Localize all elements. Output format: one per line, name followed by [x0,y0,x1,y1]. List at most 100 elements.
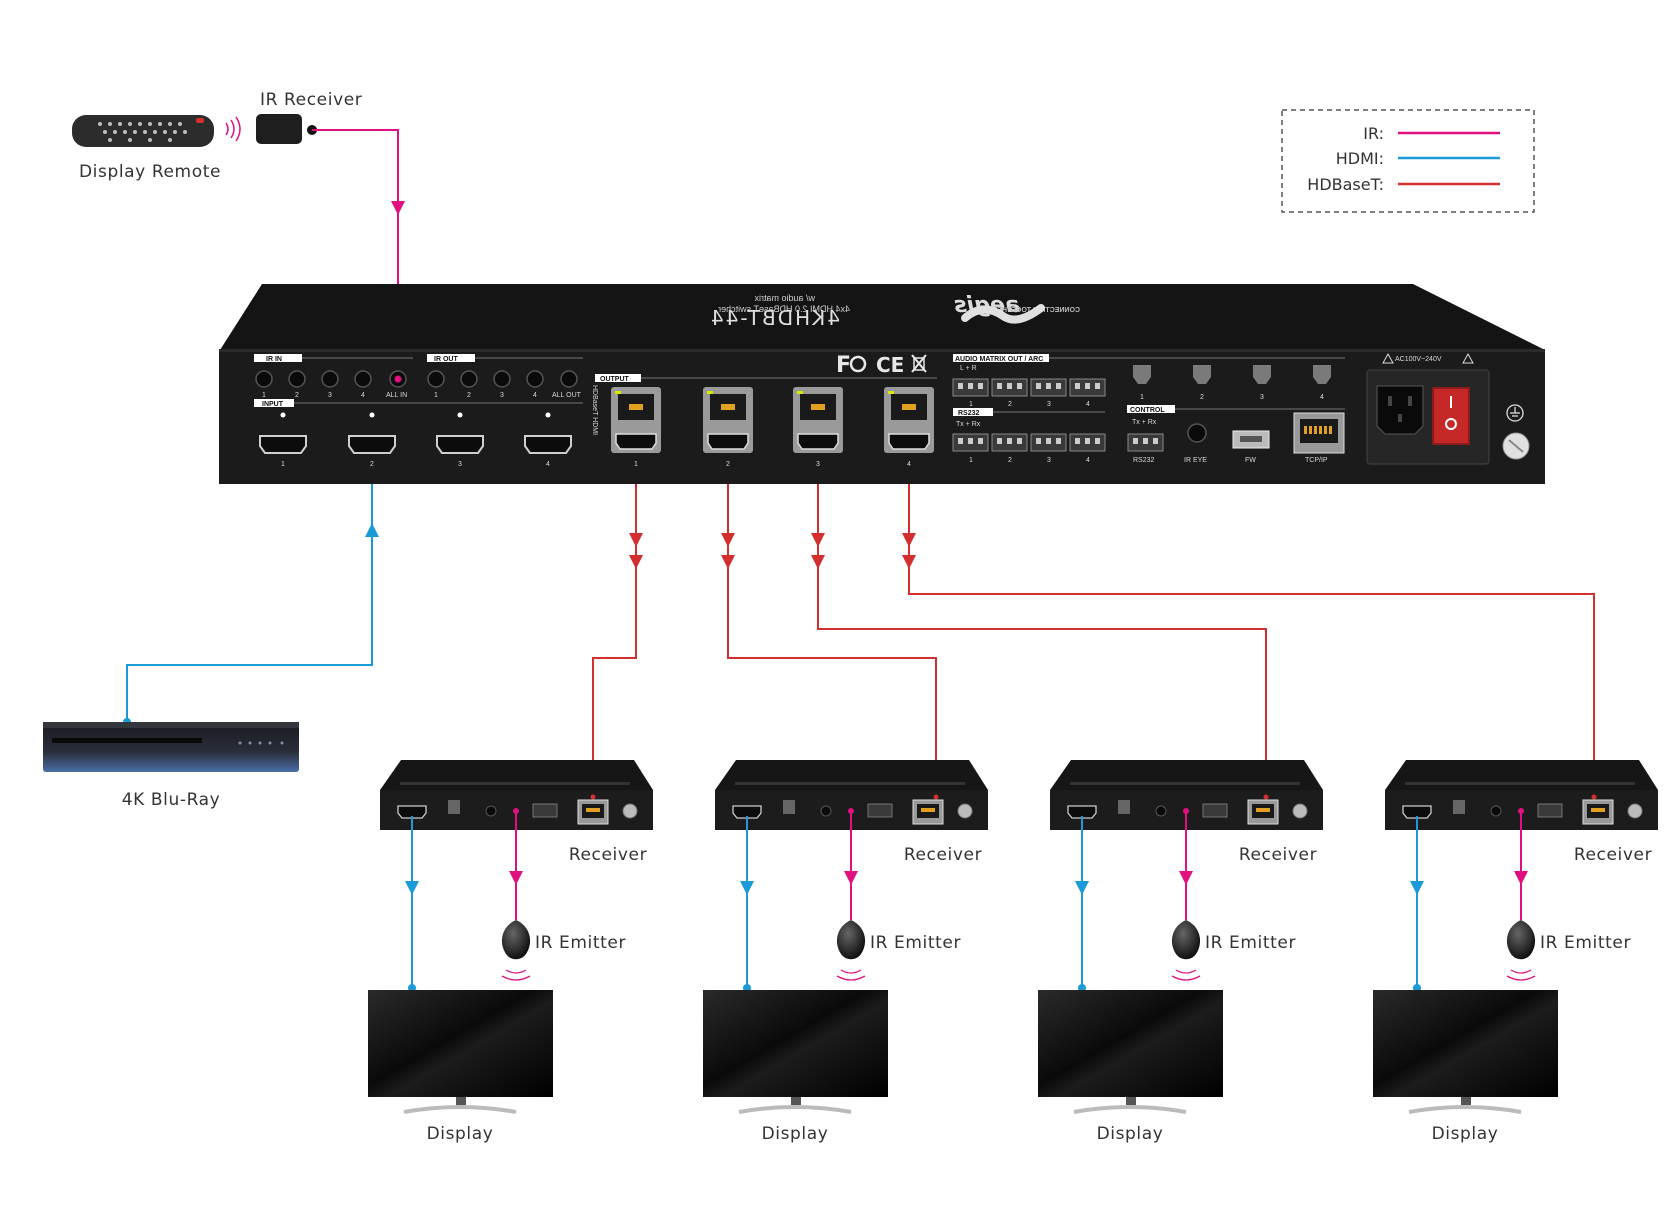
output-label: OUTPUT [600,376,630,383]
ir-in-num-2: 2 [295,392,299,399]
output-num-2: 2 [726,461,730,468]
ir-emitter-label: IR Emitter [870,933,961,953]
display-screen [1373,990,1558,1097]
output-ports: 1 2 3 4 [611,387,934,468]
output-port-4 [884,387,934,453]
input-num-3: 3 [458,461,462,468]
output-port-1 [611,387,661,453]
ir-emitter-1: IR Emitter [501,920,626,981]
ir-in-num-1: 1 [262,392,266,399]
input-label: INPUT [262,401,284,408]
arc-num-3: 3 [1260,394,1264,401]
ac-inlet-icon [1376,385,1424,435]
model-desc-1: 4x4 HDMI 2.0 HDBaseT switcher [718,304,850,314]
ir-emitter-label: IR Emitter [535,933,626,953]
receiver-hdmi-out-icon [732,805,762,819]
display-4: Display [1373,990,1558,1144]
rs232-txrx-label: Tx + Rx [956,421,981,428]
hdbaset-cable-3 [817,440,1267,810]
brand-mark-icon [961,304,1045,324]
legend-hdmi-label: HDMI: [1336,149,1384,168]
display-stand [738,1105,852,1114]
ir-receiver-icon [256,114,302,144]
display-stand [1073,1105,1187,1114]
legend-box [1281,109,1535,213]
ir-out-label: IR OUT [434,356,458,363]
receiver-unit-4: Receiver [1385,760,1658,865]
display-stand [1408,1105,1522,1114]
hdmi-input-4-icon [524,435,572,454]
rs232-num-4: 4 [1086,457,1090,464]
output-num-1: 1 [634,461,638,468]
warning-icon [1382,352,1474,364]
control-rs232-label: RS232 [1133,457,1155,464]
bluray-player: 4K Blu-Ray [43,722,299,810]
audio-matrix-label: AUDIO MATRIX OUT / ARC [955,356,1043,363]
legend-ir-label: IR: [1363,124,1384,143]
arc-num-2: 2 [1200,394,1204,401]
model-name: 4KHDBT-44 [709,306,840,330]
all-in-port-marker [394,375,402,383]
display-label: Display [427,1124,494,1144]
remote-icon [72,115,214,147]
ir-emitter-3: IR Emitter [1171,920,1296,981]
power-rating-label: AC100V~240V [1395,356,1442,363]
display-screen [1038,990,1223,1097]
audio-num-2: 2 [1008,401,1012,408]
hdmi-input-3-icon [436,435,484,454]
audio-num-3: 3 [1047,401,1051,408]
display-screen [703,990,888,1097]
display-1: Display [368,990,553,1144]
audio-num-1: 1 [969,401,973,408]
rs232-num-1: 1 [969,457,973,464]
svg-text:F: F [836,353,851,378]
ir-receiver: IR Receiver [256,90,362,144]
input-num-1: 1 [281,461,285,468]
hdbaset-cable-1 [592,440,637,810]
display-label: Display [762,1124,829,1144]
ir-eye-port [1187,423,1207,443]
audio-num-4: 4 [1086,401,1090,408]
svg-text:CE: CE [876,353,904,377]
output-num-3: 3 [816,461,820,468]
ir-emitter-icon [836,920,866,960]
output-port-3 [793,387,843,453]
receiver-unit-3: Receiver [1050,760,1323,865]
input-num-4: 4 [546,461,550,468]
control-txrx-label: Tx + Rx [1132,419,1157,426]
display-remote: Display Remote [72,115,241,182]
ir-eye-label: IR EYE [1184,457,1207,464]
display-3: Display [1038,990,1223,1144]
remote-buttons-icon [98,122,187,142]
hdmi-inputs: 1 2 3 4 [259,412,572,468]
ir-emitter-icon [1171,920,1201,960]
arc-ports [1133,365,1331,384]
receiver-label: Receiver [569,845,647,865]
arc-num-4: 4 [1320,394,1324,401]
model-desc-2: w/ audio matrix [754,293,816,303]
display-remote-label: Display Remote [79,162,221,182]
receiver-output-cables [405,811,1528,992]
receiver-unit-2: Receiver [715,760,988,865]
all-in-label: ALL IN [386,392,407,399]
ir-emitter-label: IR Emitter [1205,933,1296,953]
ir-in-jacks [255,370,407,388]
control-label: CONTROL [1130,407,1165,414]
all-out-label: ALL OUT [552,392,582,399]
ir-out-num-3: 3 [500,392,504,399]
ir-out-num-2: 2 [467,392,471,399]
legend: IR: HDMI: HDBaseT: [1281,109,1535,213]
switcher-top [220,284,1545,350]
ir-out-num-4: 4 [533,392,537,399]
hdmi-input-2-icon [348,435,396,454]
legend-hdbaset-label: HDBaseT: [1307,175,1384,194]
receiver-label: Receiver [1574,845,1652,865]
display-2: Display [703,990,888,1144]
ir-emitter-icon [1506,920,1536,960]
receiver-hdmi-out-icon [1402,805,1432,819]
fw-label: FW [1245,457,1256,464]
receiver-hdmi-out-icon [397,805,427,819]
tcpip-label: TCP/IP [1305,457,1328,464]
hdmi-input-1-icon [259,435,307,454]
rs232-num-2: 2 [1008,457,1012,464]
